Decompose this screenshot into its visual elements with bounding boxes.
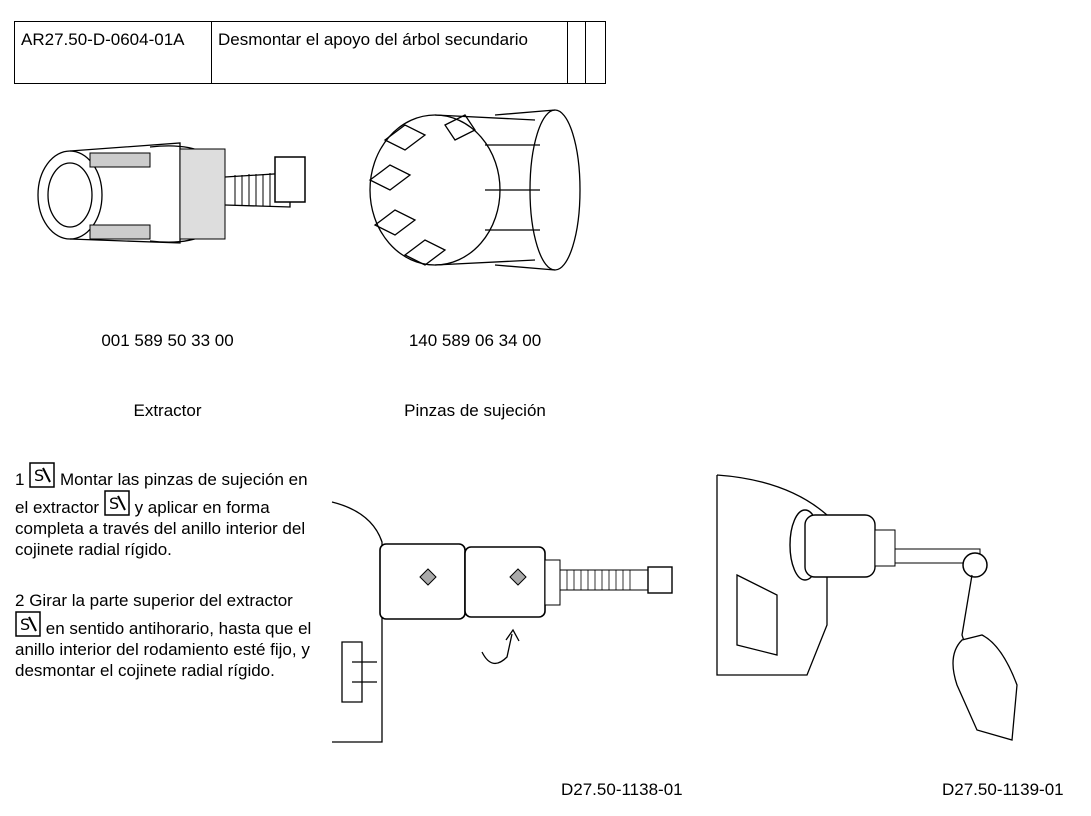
special-tool-icon: S: [15, 611, 41, 637]
tool-1-name: Extractor: [133, 401, 202, 420]
extra-cell-1: [567, 21, 586, 84]
step-1: 1 S Montar las pinzas de sujeción en el …: [15, 462, 320, 560]
extra-cell-2: [585, 21, 606, 84]
figure-1-id: D27.50-1138-01: [561, 780, 683, 799]
doc-code-cell: AR27.50-D-0604-01A: [14, 21, 212, 84]
step-number: 2: [15, 591, 25, 610]
extractor-illustration: [37, 142, 306, 244]
figure-2-illustration: [716, 474, 1018, 741]
step-text: Girar la parte superior del extractor: [29, 591, 293, 610]
step-number: 1: [15, 470, 25, 489]
tool-1-part-number: 001 589 50 33 00: [101, 331, 234, 350]
svg-text:S: S: [34, 466, 44, 485]
header-table: AR27.50-D-0604-01A Desmontar el apoyo de…: [14, 21, 606, 84]
title-cell: Desmontar el apoyo del árbol secundario: [211, 21, 568, 84]
tool-2-name: Pinzas de sujeción: [404, 401, 546, 420]
step-text: en sentido antihorario, hasta que el ani…: [15, 619, 312, 680]
figure-2-id: D27.50-1139-01: [942, 780, 1064, 799]
svg-text:S: S: [109, 494, 119, 513]
figure-1-illustration: [331, 501, 673, 743]
svg-text:S: S: [20, 615, 30, 634]
special-tool-icon: S: [29, 462, 55, 488]
step-2: 2 Girar la parte superior del extractor …: [15, 590, 315, 681]
special-tool-icon: S: [104, 490, 130, 516]
tool-2-part-number: 140 589 06 34 00: [408, 331, 542, 350]
step-text: Montar las pinzas de sujeción en el extr…: [15, 470, 308, 517]
step-text: y aplicar en forma completa a través del…: [15, 498, 306, 559]
clamping-collet-illustration: [368, 109, 581, 271]
